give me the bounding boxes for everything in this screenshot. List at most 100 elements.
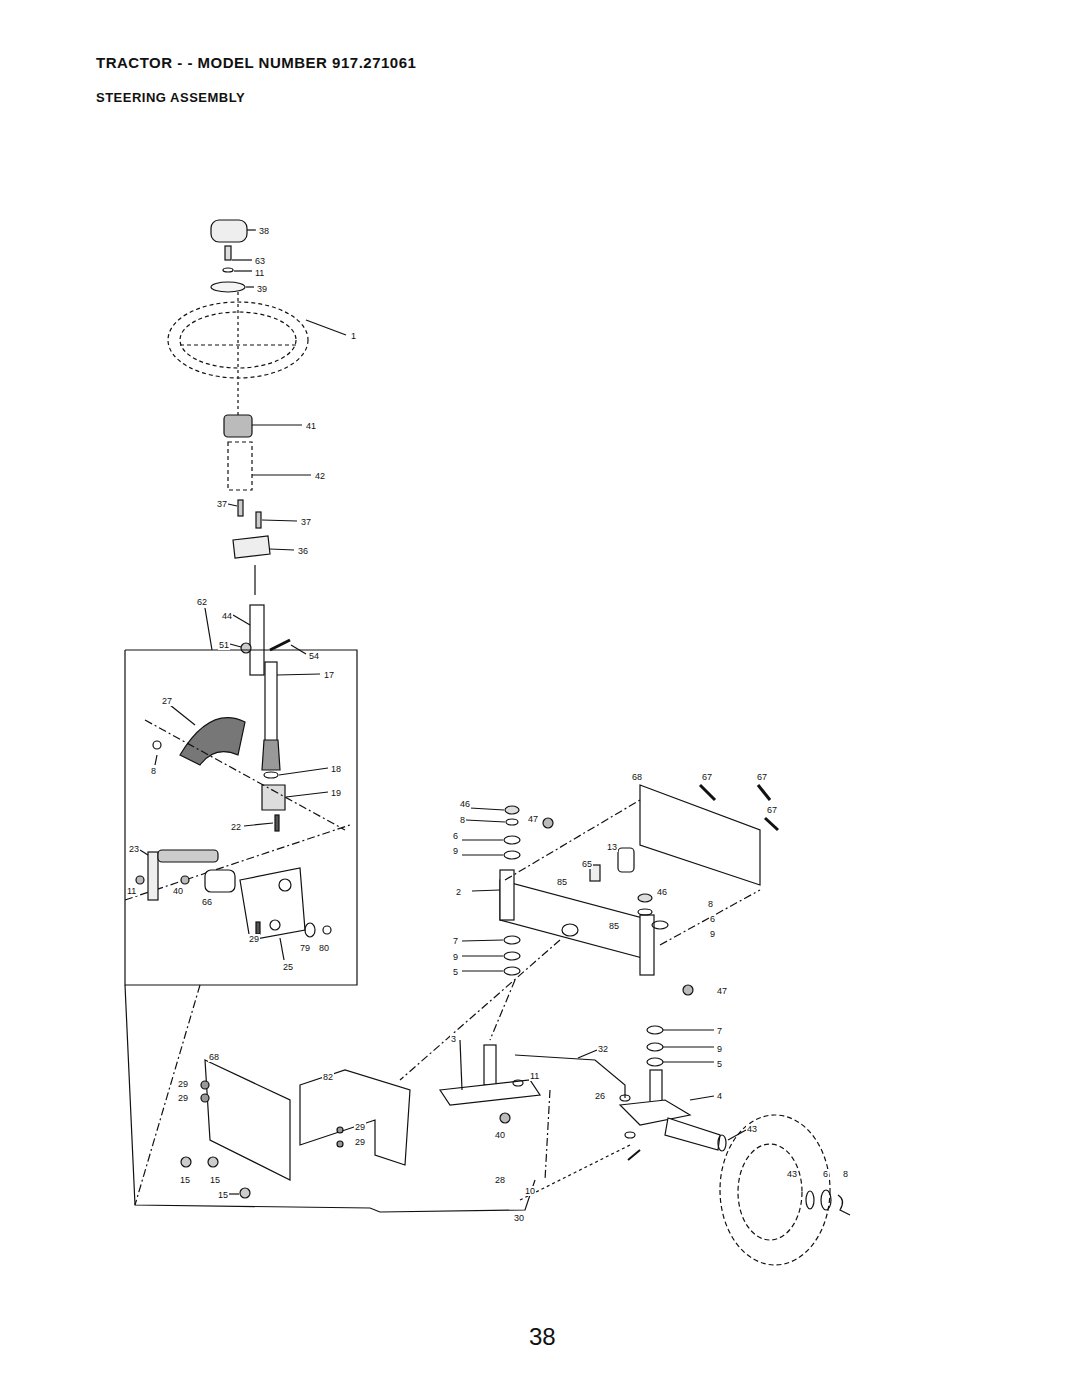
arm bbox=[148, 852, 158, 900]
leader bbox=[234, 270, 252, 271]
callout-number: 32 bbox=[597, 1044, 609, 1054]
washer bbox=[264, 772, 278, 778]
callout-number: 17 bbox=[323, 670, 335, 680]
callout-number: 51 bbox=[218, 640, 230, 650]
washer bbox=[647, 1026, 663, 1034]
bolt bbox=[238, 500, 243, 516]
callout-number: 11 bbox=[254, 268, 265, 278]
retainer bbox=[838, 1195, 850, 1215]
callout-number: 44 bbox=[221, 611, 233, 621]
washer bbox=[504, 967, 520, 975]
callout-number: 37 bbox=[216, 499, 228, 509]
fitting bbox=[683, 985, 693, 995]
nut bbox=[181, 876, 189, 884]
bearing bbox=[262, 785, 285, 810]
callout-number: 7 bbox=[452, 936, 459, 946]
section-heading: STEERING ASSEMBLY bbox=[96, 90, 245, 106]
callout-number: 2 bbox=[455, 887, 462, 897]
leader bbox=[728, 1130, 746, 1140]
leader bbox=[232, 259, 252, 260]
callout-number: 1 bbox=[350, 331, 357, 341]
callout-number: 26 bbox=[594, 1091, 606, 1101]
centerline bbox=[254, 565, 255, 595]
group-box bbox=[125, 650, 357, 985]
centerline bbox=[237, 292, 238, 420]
nut bbox=[136, 876, 144, 884]
callout-number: 68 bbox=[631, 772, 643, 782]
washer bbox=[513, 1080, 523, 1086]
bearing bbox=[504, 952, 520, 960]
washer bbox=[652, 921, 668, 929]
bolt bbox=[337, 1127, 343, 1133]
dashed-guide bbox=[135, 985, 200, 1205]
washer bbox=[647, 1058, 663, 1066]
callout-number: 38 bbox=[258, 226, 270, 236]
callout-number: 66 bbox=[201, 897, 213, 907]
bolt bbox=[225, 246, 231, 260]
callout-number: 11 bbox=[126, 886, 137, 896]
callout-number: 67 bbox=[766, 805, 778, 815]
leader bbox=[279, 768, 328, 775]
leader bbox=[578, 1050, 597, 1058]
fitting bbox=[543, 818, 553, 828]
washer bbox=[718, 1135, 726, 1151]
callout-number: 46 bbox=[656, 887, 668, 897]
sector-gear bbox=[180, 718, 245, 765]
cap bbox=[638, 894, 652, 902]
bracket bbox=[240, 868, 305, 940]
callout-number: 29 bbox=[177, 1079, 189, 1089]
callout-number: 36 bbox=[297, 546, 309, 556]
leader bbox=[470, 808, 504, 810]
front-wheel bbox=[720, 1115, 830, 1265]
leader bbox=[462, 854, 503, 855]
rim bbox=[738, 1144, 802, 1240]
callout-number: 9 bbox=[452, 846, 459, 856]
leader bbox=[229, 1193, 239, 1194]
callout-number: 67 bbox=[756, 772, 768, 782]
callout-number: 85 bbox=[608, 921, 620, 931]
bolt bbox=[700, 785, 715, 800]
bolt bbox=[765, 818, 778, 830]
nut bbox=[241, 643, 251, 653]
washer bbox=[504, 836, 520, 844]
axle-end bbox=[500, 870, 514, 920]
callout-number: 10 bbox=[524, 1186, 536, 1196]
shaft bbox=[158, 850, 218, 862]
bushing bbox=[205, 870, 235, 892]
callout-number: 6 bbox=[822, 1169, 829, 1179]
callout-number: 5 bbox=[716, 1059, 723, 1069]
nut bbox=[500, 1113, 510, 1123]
callout-number: 62 bbox=[196, 597, 208, 607]
leader bbox=[270, 549, 294, 550]
callout-number: 67 bbox=[701, 772, 713, 782]
dashed-guide bbox=[505, 800, 640, 880]
leader bbox=[472, 890, 500, 891]
leader bbox=[466, 820, 505, 822]
page-title: TRACTOR - - MODEL NUMBER 917.271061 bbox=[96, 54, 416, 71]
callout-number: 8 bbox=[707, 899, 714, 909]
bolt bbox=[758, 785, 770, 800]
callout-number: 30 bbox=[513, 1213, 525, 1223]
callout-number: 9 bbox=[709, 929, 716, 939]
callout-number: 47 bbox=[716, 986, 728, 996]
bolt bbox=[337, 1141, 343, 1147]
leader bbox=[170, 705, 195, 725]
nut bbox=[208, 1157, 218, 1167]
leader bbox=[460, 1040, 462, 1090]
callout-number: 25 bbox=[282, 962, 294, 972]
callout-number: 6 bbox=[452, 831, 459, 841]
washer bbox=[504, 936, 520, 944]
callout-number: 8 bbox=[459, 815, 466, 825]
screw bbox=[256, 922, 260, 934]
leader bbox=[233, 615, 250, 625]
leader bbox=[277, 674, 320, 675]
bolt bbox=[270, 640, 290, 650]
bearing bbox=[647, 1043, 663, 1051]
callout-number: 68 bbox=[208, 1052, 220, 1062]
nut bbox=[181, 1157, 191, 1167]
leader bbox=[246, 286, 254, 287]
callout-number: 18 bbox=[330, 764, 342, 774]
callout-number: 82 bbox=[322, 1072, 334, 1082]
dashed-guide bbox=[145, 720, 345, 830]
callout-number: 79 bbox=[299, 943, 311, 953]
